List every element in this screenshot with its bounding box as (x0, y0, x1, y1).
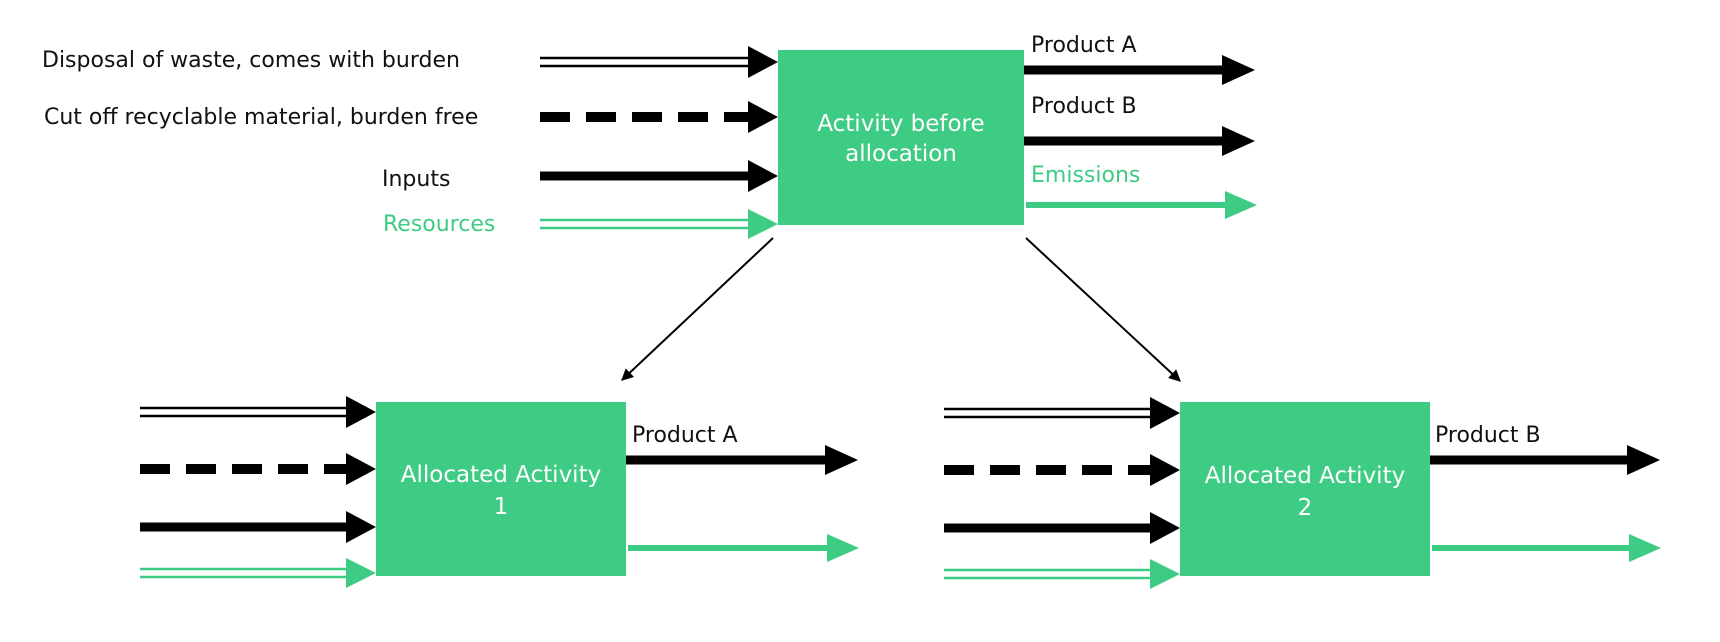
allocated-activity-2-group: Allocated Activity 2 Product B (944, 397, 1661, 589)
right-resources-arrow (944, 559, 1180, 589)
allocated-2-output-label: Product B (1435, 423, 1541, 448)
allocated-2-product-arrow (1430, 445, 1660, 475)
left-cutoff-input-arrow (140, 453, 376, 485)
left-inputs-arrow (140, 511, 376, 543)
allocated-activity-1-line1: Allocated Activity (401, 462, 601, 488)
waste-input-label: Disposal of waste, comes with burden (42, 48, 460, 73)
allocated-activity-1-group: Allocated Activity 1 Product A (140, 396, 859, 588)
resources-label: Resources (383, 212, 495, 237)
resources-arrow (540, 209, 778, 239)
cutoff-input-arrow (540, 101, 778, 133)
emissions-label: Emissions (1031, 163, 1140, 188)
allocated-1-emissions-arrow (628, 534, 859, 562)
right-cutoff-input-arrow (944, 454, 1180, 486)
top-activity-group: Activity before allocation Disposal of w… (42, 33, 1257, 239)
top-product-a-arrow (1024, 55, 1255, 85)
right-inputs-arrow (944, 512, 1180, 544)
allocated-1-output-label: Product A (632, 423, 738, 448)
top-box-label-line1: Activity before (817, 111, 984, 137)
allocated-activity-1-box (376, 402, 626, 576)
split-arrow-right (1025, 237, 1181, 382)
allocated-activity-2-line1: Allocated Activity (1205, 463, 1405, 489)
cutoff-input-label: Cut off recyclable material, burden free (44, 105, 478, 130)
waste-input-arrow (540, 46, 778, 78)
right-waste-input-arrow (944, 397, 1180, 429)
inputs-label: Inputs (382, 167, 450, 192)
inputs-arrow (540, 160, 778, 192)
left-resources-arrow (140, 558, 376, 588)
top-box-label-line2: allocation (845, 141, 957, 167)
allocated-2-emissions-arrow (1432, 534, 1661, 562)
allocated-activity-2-line2: 2 (1298, 495, 1313, 521)
allocated-activity-1-line2: 1 (494, 494, 509, 520)
allocated-activity-2-box (1180, 402, 1430, 576)
activity-before-allocation-box (778, 50, 1024, 225)
emissions-arrow (1026, 191, 1257, 219)
top-product-b-arrow (1024, 126, 1255, 156)
allocated-1-product-arrow (626, 445, 858, 475)
split-arrow-left (621, 237, 774, 381)
left-waste-input-arrow (140, 396, 376, 428)
top-product-b-label: Product B (1031, 94, 1137, 119)
top-product-a-label: Product A (1031, 33, 1137, 58)
